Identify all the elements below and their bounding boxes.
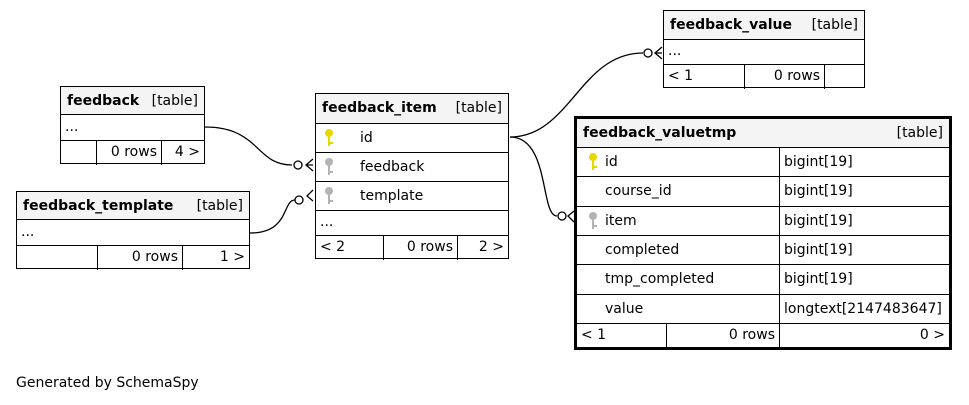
- column-row-tmp-completed: tmp_completed bigint[19]: [577, 265, 949, 295]
- column-name: value: [605, 301, 644, 317]
- more-columns-row: ...: [664, 40, 864, 65]
- column-type: bigint[19]: [779, 177, 949, 206]
- children-count: [824, 65, 864, 89]
- table-header: feedback_valuetmp [table]: [577, 119, 949, 148]
- parents-count: < 1: [668, 68, 694, 84]
- crow-foot-feedback: [305, 158, 314, 172]
- parents-count: [61, 141, 96, 165]
- more-columns-row: ...: [17, 220, 249, 246]
- generated-by-footer: Generated by SchemaSpy: [16, 375, 199, 391]
- row-count: 0 rows: [666, 324, 779, 347]
- stats-row: 0 rows 4 >: [61, 141, 204, 165]
- column-name: completed: [605, 242, 680, 258]
- more-columns: ...: [21, 224, 35, 240]
- column-type: longtext[2147483647]: [779, 295, 949, 323]
- stats-row: 0 rows 1 >: [17, 246, 249, 270]
- foreign-key-icon: [325, 187, 333, 204]
- column-type: bigint[19]: [779, 236, 949, 264]
- column-name: item: [605, 213, 637, 229]
- column-type: bigint[19]: [779, 207, 949, 235]
- row-count: 0 rows: [96, 141, 161, 165]
- optional-marker-template: [294, 195, 304, 205]
- foreign-key-icon: [589, 212, 597, 229]
- table-feedback[interactable]: feedback [table] ... 0 rows 4 >: [60, 86, 205, 165]
- relationship-feedback-to-item: [204, 126, 293, 166]
- more-columns: ...: [65, 119, 79, 135]
- stats-row: < 1 0 rows: [664, 65, 864, 89]
- table-header: feedback_item [table]: [316, 94, 508, 124]
- relationship-item-to-value: [509, 52, 644, 138]
- column-type: bigint[19]: [779, 148, 949, 176]
- column-name: course_id: [605, 183, 672, 199]
- relationship-template-to-item: [249, 199, 296, 234]
- more-columns: ...: [668, 43, 682, 59]
- table-header: feedback_template [table]: [17, 192, 249, 220]
- column-name: id: [605, 154, 618, 170]
- table-feedback-value[interactable]: feedback_value [table] ... < 1 0 rows: [663, 10, 865, 89]
- table-header: feedback_value [table]: [664, 11, 864, 40]
- primary-key-icon: [589, 153, 597, 170]
- table-name: feedback: [67, 93, 140, 109]
- crow-foot-valuetmp: [567, 210, 575, 223]
- column-row-id: id bigint[19]: [577, 148, 949, 177]
- column-row-feedback: feedback: [316, 153, 508, 182]
- table-feedback-item[interactable]: feedback_item [table] id feedback templa…: [315, 93, 509, 260]
- column-name: feedback: [360, 159, 425, 175]
- table-name: feedback_value: [670, 17, 793, 33]
- more-columns-row: ...: [61, 115, 204, 141]
- parents-count: < 1: [581, 327, 607, 343]
- column-row-course-id: course_id bigint[19]: [577, 177, 949, 207]
- optional-marker-valuetmp: [557, 211, 567, 221]
- children-count: 4 >: [161, 141, 204, 165]
- table-kind: [table]: [151, 93, 198, 109]
- more-columns: ...: [320, 214, 334, 230]
- row-count: 0 rows: [383, 236, 457, 260]
- crow-foot-template: [306, 189, 314, 202]
- table-header: feedback [table]: [61, 87, 204, 115]
- column-type: bigint[19]: [779, 265, 949, 294]
- children-count: 1 >: [182, 246, 249, 270]
- table-name: feedback_template: [23, 198, 174, 214]
- more-columns-row: ...: [316, 211, 508, 236]
- relationship-item-to-valuetmp: [509, 136, 558, 217]
- children-count: 0 >: [779, 324, 949, 347]
- column-name: template: [360, 188, 424, 204]
- row-count: 0 rows: [744, 65, 824, 89]
- table-name: feedback_item: [322, 100, 437, 116]
- table-feedback-valuetmp[interactable]: feedback_valuetmp [table] id bigint[19] …: [574, 116, 952, 350]
- column-name: tmp_completed: [605, 271, 715, 287]
- table-name: feedback_valuetmp: [583, 125, 737, 141]
- column-row-template: template: [316, 182, 508, 211]
- stats-row: < 2 0 rows 2 >: [316, 236, 508, 260]
- column-row-completed: completed bigint[19]: [577, 236, 949, 265]
- parents-count: [17, 246, 97, 270]
- table-kind: [table]: [896, 125, 943, 141]
- column-row-value: value longtext[2147483647]: [577, 295, 949, 324]
- table-feedback-template[interactable]: feedback_template [table] ... 0 rows 1 >: [16, 191, 250, 270]
- row-count: 0 rows: [97, 246, 182, 270]
- optional-marker-feedback: [293, 160, 303, 170]
- table-kind: [table]: [196, 198, 243, 214]
- optional-marker-value: [643, 48, 653, 58]
- foreign-key-icon: [325, 158, 333, 175]
- primary-key-icon: [325, 129, 333, 146]
- crow-foot-value: [654, 46, 663, 60]
- table-kind: [table]: [455, 100, 502, 116]
- table-kind: [table]: [811, 17, 858, 33]
- column-name: id: [360, 130, 373, 146]
- children-count: 2 >: [457, 236, 508, 260]
- column-row-item: item bigint[19]: [577, 207, 949, 236]
- stats-row: < 1 0 rows 0 >: [577, 324, 949, 347]
- parents-count: < 2: [320, 239, 346, 255]
- column-row-id: id: [316, 124, 508, 153]
